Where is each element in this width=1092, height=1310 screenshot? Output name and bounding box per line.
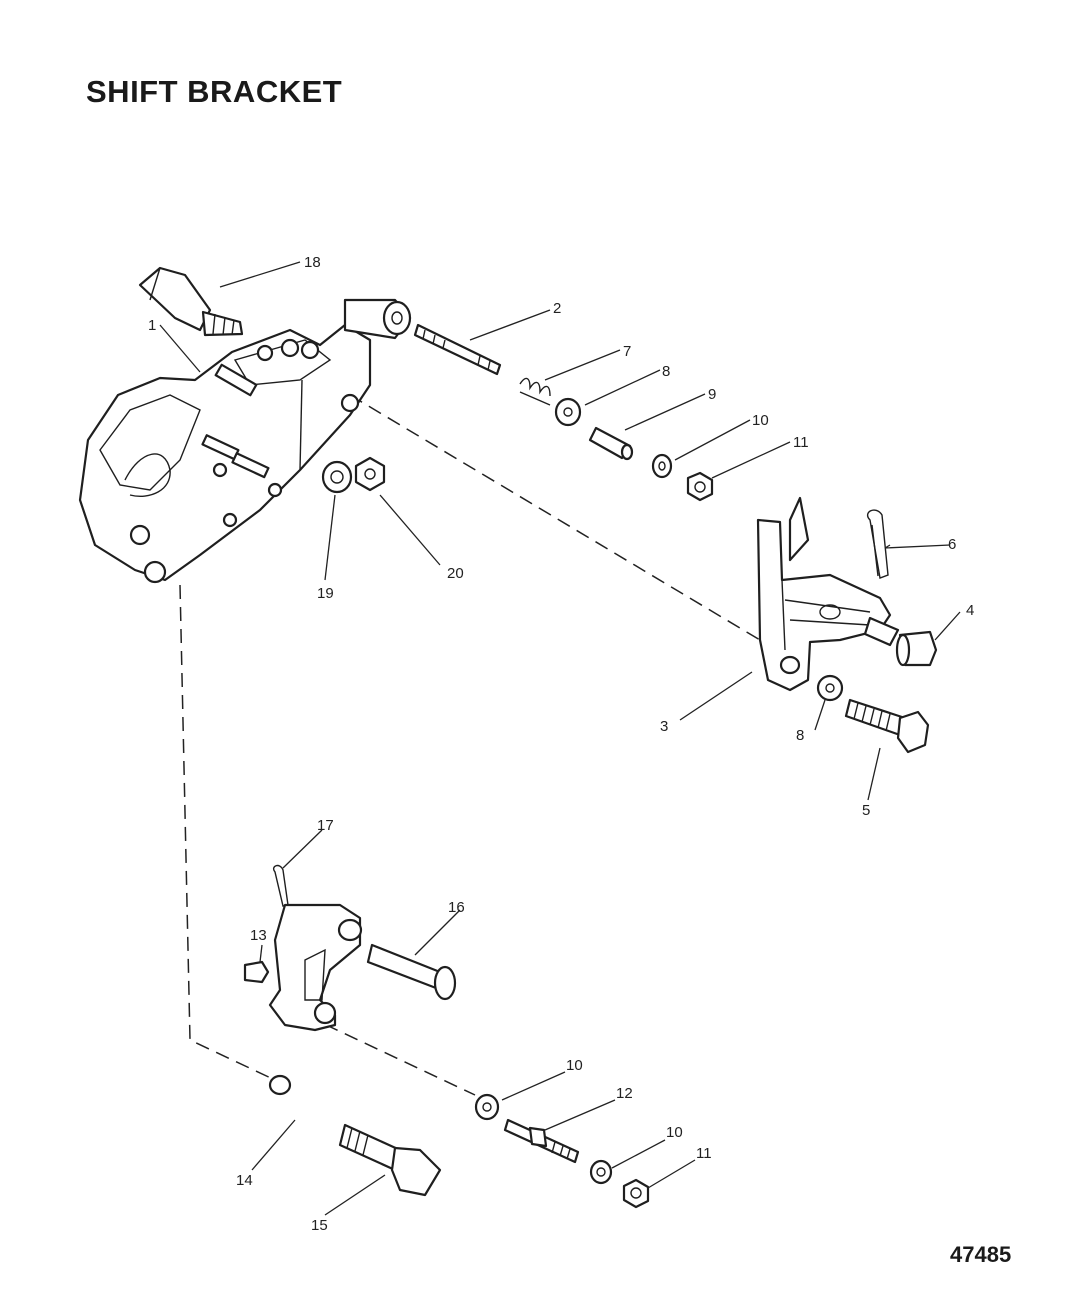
- callout-16: 16: [448, 899, 465, 916]
- callout-10-lower-b: 10: [666, 1124, 683, 1141]
- callout-11-upper: 11: [793, 434, 809, 451]
- sleeve-pin: [588, 426, 634, 461]
- nut-20: [354, 456, 386, 492]
- stud: [413, 323, 502, 376]
- callout-2: 2: [553, 300, 561, 317]
- cap: [895, 630, 938, 667]
- shift-lever: [756, 496, 900, 692]
- callout-19: 19: [317, 585, 334, 602]
- washer-19: [321, 460, 353, 494]
- assembly-line-bracket-to-lever: [349, 394, 761, 641]
- callout-6: 6: [948, 536, 956, 553]
- callout-1: 1: [148, 317, 156, 334]
- callout-13: 13: [250, 927, 267, 944]
- spring: [519, 377, 551, 406]
- callout-numbers: 18 1 2 7 8 9 10 11 19 20 6 4 3 8 5 17 16…: [148, 254, 974, 1234]
- shoulder-bolt: [338, 1123, 442, 1197]
- diagram-title: SHIFT BRACKET: [86, 74, 343, 109]
- washer-lower: [816, 674, 844, 702]
- callout-8-upper: 8: [662, 363, 670, 380]
- shift-link: [268, 903, 363, 1096]
- cotter-pin-lower: [273, 864, 289, 907]
- assembly-line-link-to-stud: [304, 1014, 476, 1096]
- callout-15: 15: [311, 1217, 328, 1234]
- leader-lines: [159, 261, 961, 1216]
- cotter-pin-upper: [866, 509, 889, 579]
- callout-18: 18: [304, 254, 321, 271]
- callout-5: 5: [862, 802, 870, 819]
- washer-upper: [554, 397, 582, 427]
- washer-10-upper: [651, 453, 673, 479]
- callout-8-lower: 8: [796, 727, 804, 744]
- callout-7: 7: [623, 343, 631, 360]
- figure-number: 47485: [950, 1242, 1012, 1267]
- hex-standoff: [138, 266, 244, 337]
- nut-lower: [622, 1178, 650, 1209]
- washer-10-lower-a: [474, 1093, 500, 1121]
- washer-10-lower-b: [589, 1159, 613, 1185]
- stud-12: [503, 1118, 580, 1164]
- small-fastener: [243, 960, 270, 984]
- nut-upper: [686, 471, 714, 502]
- bolt: [844, 698, 930, 754]
- callout-17: 17: [317, 817, 334, 834]
- callout-14: 14: [236, 1172, 253, 1189]
- callout-10-upper: 10: [752, 412, 769, 429]
- shift-bracket-casting: [78, 323, 372, 584]
- bracket-pivot-tube: [343, 298, 412, 340]
- callout-11-lower: 11: [696, 1145, 712, 1162]
- callout-10-lower-a: 10: [566, 1057, 583, 1074]
- callout-20: 20: [447, 565, 464, 582]
- assembly-line-bracket-to-link: [179, 584, 276, 1081]
- callout-4: 4: [966, 602, 974, 619]
- clevis-pin: [366, 943, 457, 1001]
- callout-9: 9: [708, 386, 716, 403]
- callout-3: 3: [660, 718, 668, 735]
- callout-12: 12: [616, 1085, 633, 1102]
